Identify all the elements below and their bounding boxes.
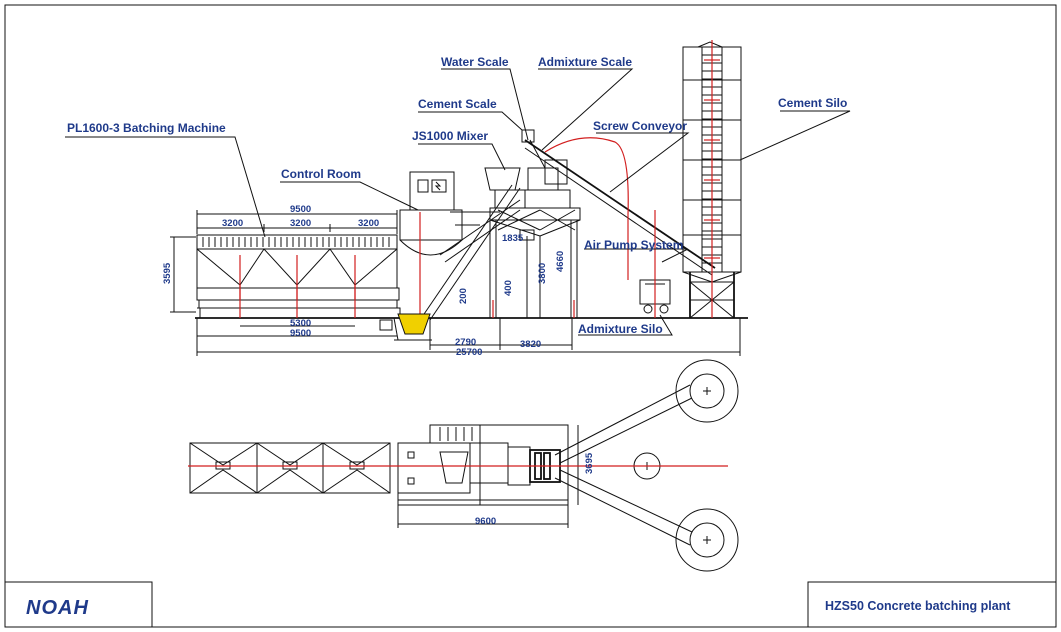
mixer-platform (484, 129, 581, 319)
belt-conveyor (419, 184, 521, 321)
dim-400: 400 (503, 280, 514, 296)
dim-3820: 3820 (520, 339, 541, 350)
dim-3800: 3800 (537, 263, 548, 284)
dim-3595: 3595 (162, 262, 173, 284)
dim-4660: 4660 (555, 251, 566, 272)
sheet-border (4, 4, 1057, 628)
leader-lines (65, 68, 851, 336)
label-js1000-mixer: JS1000 Mixer (412, 129, 488, 143)
batching-dims (170, 210, 741, 356)
label-screw-conveyor: Screw Conveyor (593, 119, 687, 133)
cement-silo (682, 40, 742, 319)
plan-view (188, 359, 739, 572)
label-cement-scale: Cement Scale (418, 97, 497, 111)
dim-25700: 25700 (456, 347, 482, 358)
dim-2790: 2790 (455, 337, 476, 348)
label-batching-machine: PL1600-3 Batching Machine (67, 121, 226, 135)
dim-3200-b: 3200 (290, 218, 311, 229)
receiving-hopper (379, 313, 432, 341)
elevation-view (65, 40, 851, 356)
dim-3200-c: 3200 (358, 218, 379, 229)
dim-9600: 9600 (475, 516, 496, 527)
screw-conveyor (524, 137, 716, 280)
noah-logo: NOAH (26, 597, 89, 619)
footer-title: HZS50 Concrete batching plant (825, 599, 1011, 613)
label-air-pump-system: Air Pump System (584, 238, 683, 252)
batching-machine (196, 234, 401, 319)
label-control-room: Control Room (281, 167, 361, 181)
label-admixture-silo: Admixture Silo (578, 322, 663, 336)
dim-5300: 5300 (290, 318, 311, 329)
control-room (399, 171, 463, 318)
label-water-scale: Water Scale (441, 55, 509, 69)
dim-3200-a: 3200 (222, 218, 243, 229)
dim-9500-bottom: 9500 (290, 328, 311, 339)
svg-text:NOAH: NOAH (26, 597, 89, 619)
footer: NOAH HZS50 Concrete batching plant (4, 581, 1057, 628)
dim-1835: 1835 (502, 233, 524, 244)
dim-200: 200 (458, 288, 469, 304)
label-cement-silo: Cement Silo (778, 96, 847, 110)
label-admixture-scale: Admixture Scale (538, 55, 632, 69)
dim-9500-top: 9500 (290, 204, 311, 215)
dim-3695: 3695 (584, 452, 595, 474)
air-pump (639, 210, 671, 318)
